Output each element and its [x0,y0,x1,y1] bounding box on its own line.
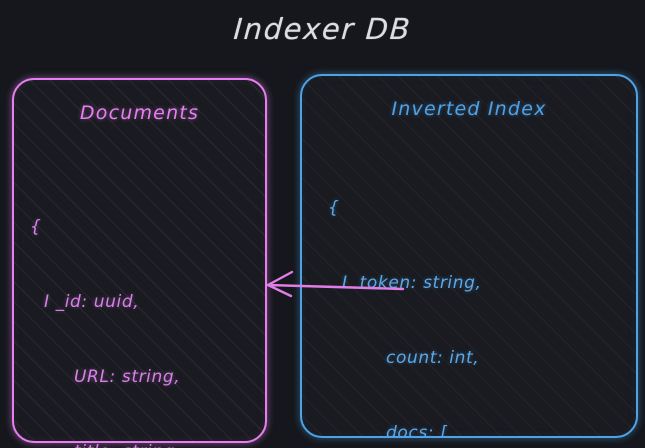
panel-inverted-index[interactable]: Inverted Index { I token: string, count:… [300,74,638,438]
schema-line: title: string, [30,440,208,448]
schema-documents: { I _id: uuid, URL: string, title: strin… [30,165,208,448]
arrow-head-upper [266,270,294,287]
schema-line: I token: string, [342,273,482,293]
page-title: Indexer DB [232,12,413,46]
panel-heading-documents: Documents [79,102,200,124]
schema-line: URL: string, [74,367,181,387]
schema-line: { [328,198,340,218]
schema-line: { [30,217,42,237]
schema-line: docs: [ [386,423,448,438]
schema-line: count: int, [386,348,480,368]
panel-heading-inverted-index: Inverted Index [391,98,547,120]
schema-line: I _id: uuid, [44,292,140,312]
schema-inverted-index: { I token: string, count: int, docs: [ {… [328,146,573,438]
arrow-head-lower [266,283,293,298]
